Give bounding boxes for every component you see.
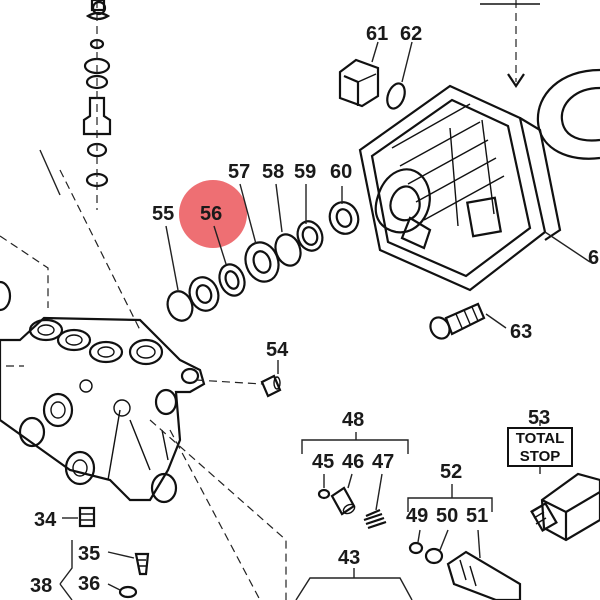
label-62: 62 (400, 23, 422, 45)
label-47: 47 (372, 451, 394, 473)
part-34-plug (78, 506, 96, 528)
label-60: 60 (330, 161, 352, 183)
label-54: 54 (266, 339, 289, 361)
crankcase-housing (358, 84, 562, 292)
label-45: 45 (312, 451, 334, 473)
part-63-bolt (429, 302, 486, 340)
label-63: 63 (510, 321, 532, 343)
label-52: 52 (440, 461, 462, 483)
part-47-spring (363, 508, 387, 530)
label-51: 51 (466, 505, 488, 527)
part-labels: 61 62 57 58 59 60 55 56 6 63 54 48 45 46… (30, 23, 599, 597)
part-60-seal (328, 201, 360, 235)
part-49-oring (408, 541, 424, 555)
label-34: 34 (34, 509, 57, 531)
label-38: 38 (30, 575, 52, 597)
total-stop-line1: TOTAL (516, 430, 565, 447)
label-43: 43 (338, 547, 360, 569)
label-49: 49 (406, 505, 428, 527)
part-61-plug (338, 58, 380, 108)
part-57-seal (244, 241, 280, 283)
valve-stack-top (82, 0, 112, 210)
label-55: 55 (152, 203, 174, 225)
label-53: 53 (528, 407, 550, 429)
part-56-ring (218, 263, 246, 297)
label-36: 36 (78, 573, 100, 595)
part-53-switch (530, 472, 600, 542)
part-62-oring (386, 82, 406, 110)
part-35-screw (134, 552, 150, 576)
part-54-plug (260, 374, 282, 398)
total-stop-line2: STOP (520, 448, 561, 465)
crankcase-gasket (536, 68, 600, 160)
label-6: 6 (588, 247, 599, 269)
part-55-seal (166, 276, 220, 322)
part-51-valve (446, 550, 522, 600)
part-59-ring (296, 220, 324, 252)
part-58-oring (274, 233, 302, 267)
label-48: 48 (342, 409, 364, 431)
label-56: 56 (200, 203, 222, 225)
label-35: 35 (78, 543, 100, 565)
part-50-oring (424, 547, 444, 565)
label-57: 57 (228, 161, 250, 183)
highlight-marker (179, 180, 247, 248)
part-36-oring (118, 585, 138, 599)
manifold-body (0, 280, 206, 504)
part-46-fitting (330, 486, 356, 516)
part-45-oring (317, 488, 331, 500)
label-61: 61 (366, 23, 388, 45)
label-59: 59 (294, 161, 316, 183)
label-58: 58 (262, 161, 284, 183)
label-50: 50 (436, 505, 458, 527)
label-46: 46 (342, 451, 364, 473)
